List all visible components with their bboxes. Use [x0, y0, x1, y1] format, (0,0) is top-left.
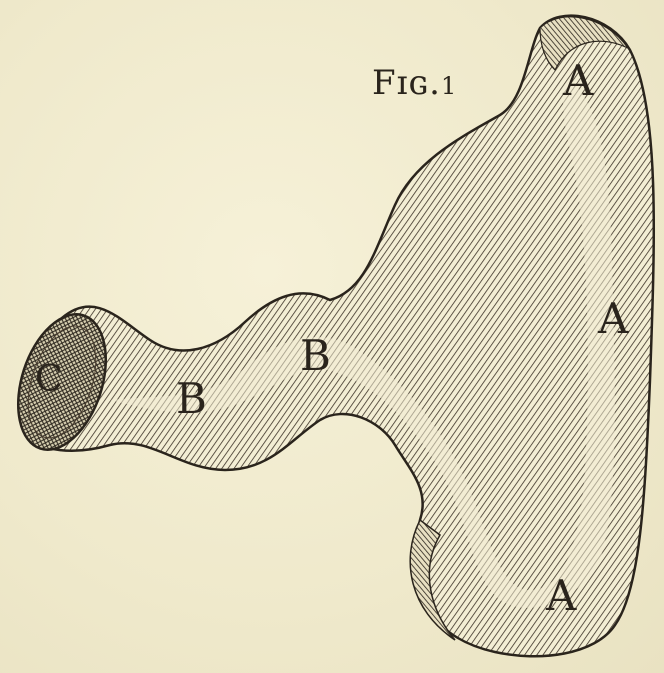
- label-c: C: [35, 362, 63, 398]
- label-a-top: A: [563, 60, 593, 102]
- figure-title-number: 1: [441, 72, 457, 100]
- label-a-middle: A: [598, 298, 628, 340]
- label-a-bottom: A: [546, 575, 576, 617]
- label-b-left: B: [176, 378, 207, 420]
- figure-title-main: Fɪɢ.: [372, 63, 441, 103]
- tube-body: [20, 16, 654, 657]
- figure-title: Fɪɢ.1: [372, 66, 457, 100]
- label-b-right: B: [300, 335, 331, 377]
